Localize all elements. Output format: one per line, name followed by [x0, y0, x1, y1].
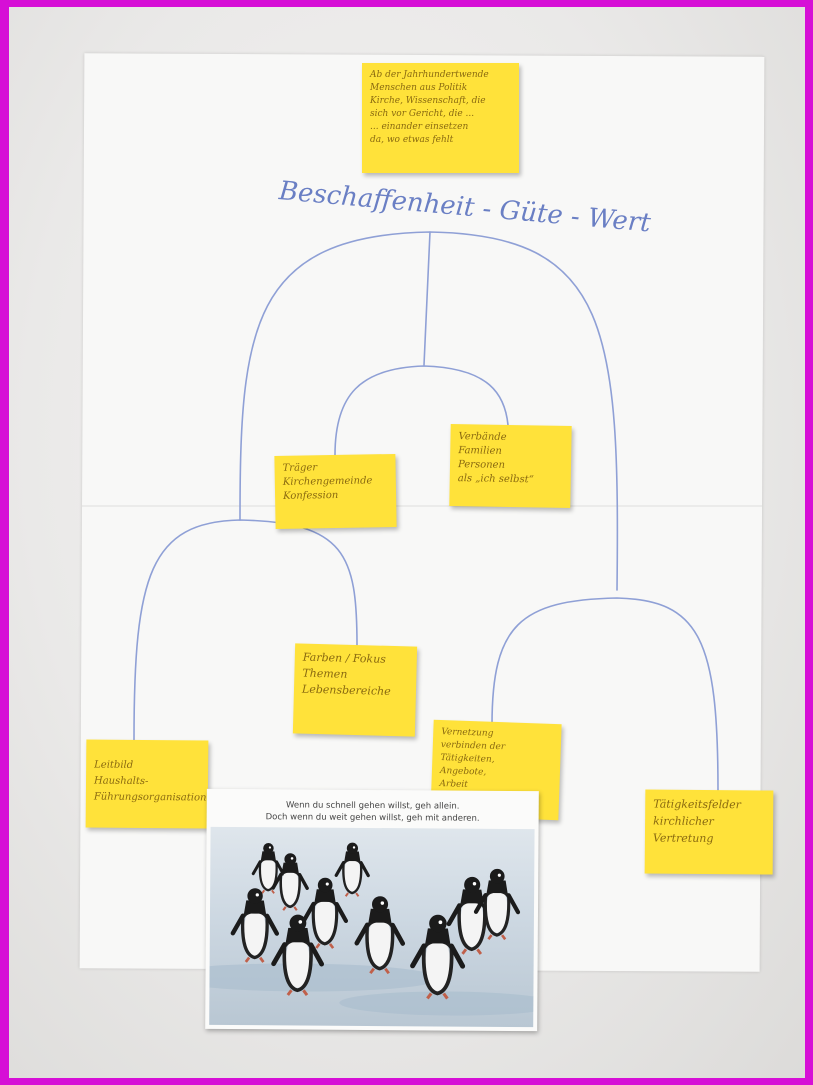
postcard-quote: Wenn du schnell gehen willst, geh allein… [207, 799, 539, 825]
poster-fold-line [82, 505, 762, 507]
tree-trunk-center [423, 231, 431, 366]
sticky-note-farben: Farben / Fokus Themen Lebensbereiche [292, 643, 418, 737]
tree-arch-top [239, 231, 619, 591]
sticky-note-traeger: Träger Kirchengemeinde Konfession [274, 453, 397, 530]
sticky-note-verbaende: Verbände Familien Personen als „ich selb… [449, 423, 572, 509]
tree-arch-inner [334, 365, 509, 456]
sticky-note-rechts: Tätigkeitsfelder kirchlicher Vertretung [644, 789, 774, 875]
penguin-photo [209, 826, 535, 1028]
penguin-illustration [209, 840, 535, 1016]
tree-arch-left [133, 519, 358, 741]
postcard-quote-line-2: Doch wenn du weit gehen willst, geh mit … [265, 812, 480, 824]
sticky-note-leitbild: Leitbild Haushalts- Führungsorganisation [85, 739, 209, 829]
penguin-postcard: Wenn du schnell gehen willst, geh allein… [205, 788, 539, 1032]
tree-arch-right [491, 597, 719, 791]
sticky-note-top: Ab der Jahrhundertwende Menschen aus Pol… [362, 63, 519, 173]
